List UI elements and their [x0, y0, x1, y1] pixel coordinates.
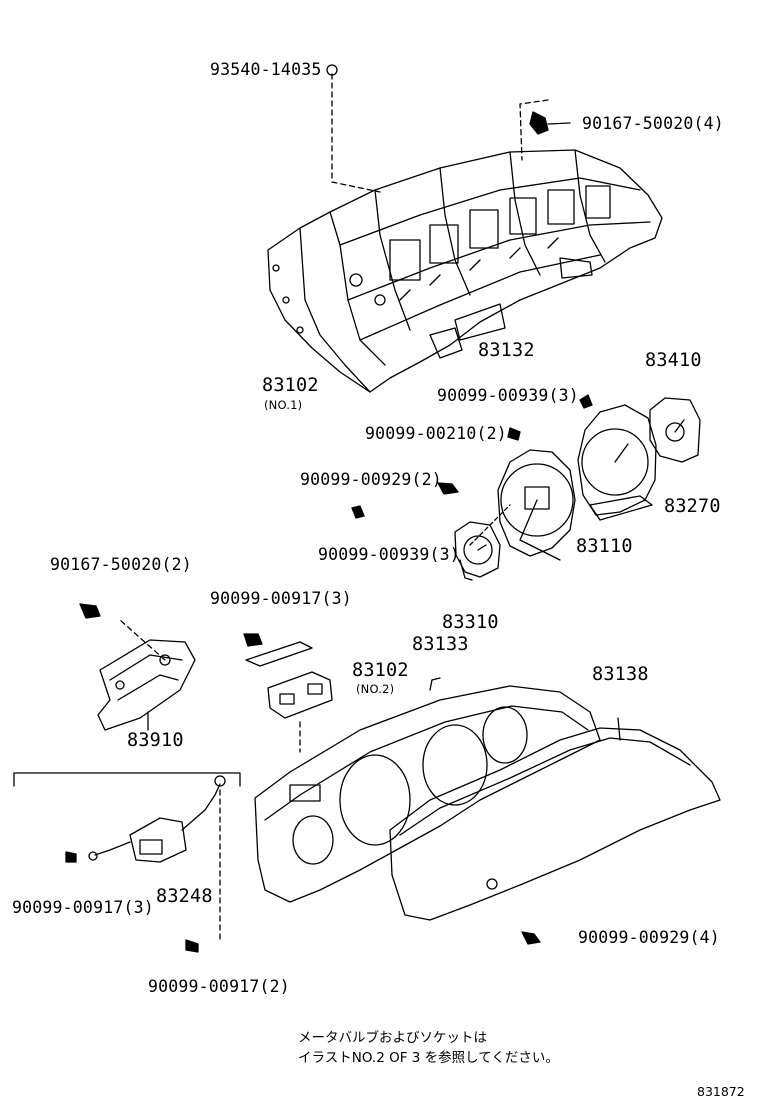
label-90099-00917-3-b: 90099-00917(3) — [12, 898, 154, 917]
reference-note-line-2: イラストNO.2 OF 3 を参照してください。 — [298, 1050, 559, 1066]
gauge-83310 — [454, 521, 501, 581]
gauge-83110 — [497, 449, 576, 561]
lens-83138 — [389, 717, 721, 921]
harness-83248 — [13, 772, 241, 953]
label-83310: 83310 — [442, 612, 499, 633]
gauge-83270 — [577, 404, 657, 521]
label-83910: 83910 — [127, 730, 184, 751]
label-83132: 83132 — [478, 340, 535, 361]
figure-code: 831872 — [697, 1084, 745, 1099]
label-90099-00210-2: 90099-00210(2) — [365, 424, 507, 443]
label-83410: 83410 — [645, 350, 702, 371]
label-90099-00917-2: 90099-00917(2) — [148, 977, 290, 996]
label-93540-14035: 93540-14035 — [210, 60, 322, 79]
label-90099-00939-3-b: 90099-00939(3) — [318, 545, 460, 564]
label-83138: 83138 — [592, 664, 649, 685]
bracket-83910 — [79, 603, 196, 731]
label-83248: 83248 — [156, 886, 213, 907]
circuit-plate-83102 — [243, 633, 333, 753]
label-83102-no1: 83102 — [262, 375, 319, 396]
label-90167-50020-4: 90167-50020(4) — [582, 114, 724, 133]
reference-note: メータバルブおよびソケットは イラストNO.2 OF 3 を参照してください。 — [298, 1028, 559, 1068]
label-83102-no2: 83102 — [352, 660, 409, 681]
screw-90167-a — [529, 111, 571, 135]
label-83102-no2-sub: (NO.2) — [356, 682, 395, 696]
label-83270: 83270 — [664, 496, 721, 517]
label-90099-00929-4: 90099-00929(4) — [578, 928, 720, 947]
label-90099-00929-2: 90099-00929(2) — [300, 470, 442, 489]
label-90099-00939-3-a: 90099-00939(3) — [437, 386, 579, 405]
label-83133: 83133 — [412, 634, 469, 655]
reference-note-line-1: メータバルブおよびソケットは — [298, 1030, 487, 1046]
gauge-83410 — [649, 397, 701, 463]
label-83102-no1-sub: (NO.1) — [264, 398, 303, 412]
upper-housing-83102 — [267, 149, 663, 393]
label-90167-50020-2: 90167-50020(2) — [50, 555, 192, 574]
label-83110: 83110 — [576, 536, 633, 557]
label-90099-00917-3-a: 90099-00917(3) — [210, 589, 352, 608]
cluster-case-83133 — [254, 677, 601, 903]
